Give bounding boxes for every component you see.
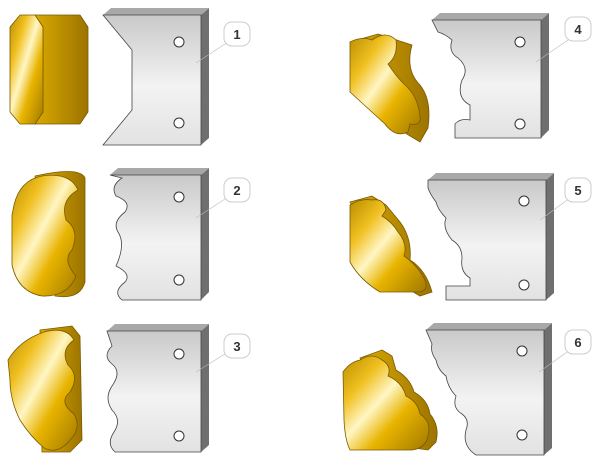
number-badge-4: 4 (564, 16, 592, 42)
number-4: 4 (574, 22, 582, 37)
steel-knife-6 (425, 323, 552, 456)
steel-knife-4 (431, 13, 549, 139)
panel-6: 6 (342, 323, 592, 456)
number-badge-6: 6 (564, 329, 592, 355)
panel-4: 4 (349, 13, 592, 143)
steel-knife-1 (102, 8, 209, 146)
panel-2: 2 (11, 168, 251, 301)
number-5: 5 (574, 183, 581, 198)
steel-knife-2 (109, 168, 209, 301)
number-badge-1: 1 (223, 21, 251, 47)
number-badge-2: 2 (223, 177, 251, 203)
gold-profile-2 (11, 171, 86, 298)
number-badge-5: 5 (564, 177, 592, 203)
gold-profile-4 (349, 33, 430, 143)
steel-knife-5 (427, 173, 554, 301)
number-1: 1 (233, 27, 240, 42)
gold-profile-5 (349, 195, 433, 297)
gold-profile-6 (342, 349, 438, 451)
number-6: 6 (574, 335, 581, 350)
gold-profile-1 (9, 14, 89, 125)
panel-1: 1 (9, 8, 251, 146)
number-badge-3: 3 (223, 333, 251, 359)
number-2: 2 (233, 183, 240, 198)
panel-5: 5 (349, 173, 592, 301)
gold-profile-3 (7, 325, 83, 453)
panel-3: 3 (7, 324, 251, 453)
steel-knife-3 (106, 324, 209, 453)
number-3: 3 (233, 339, 240, 354)
